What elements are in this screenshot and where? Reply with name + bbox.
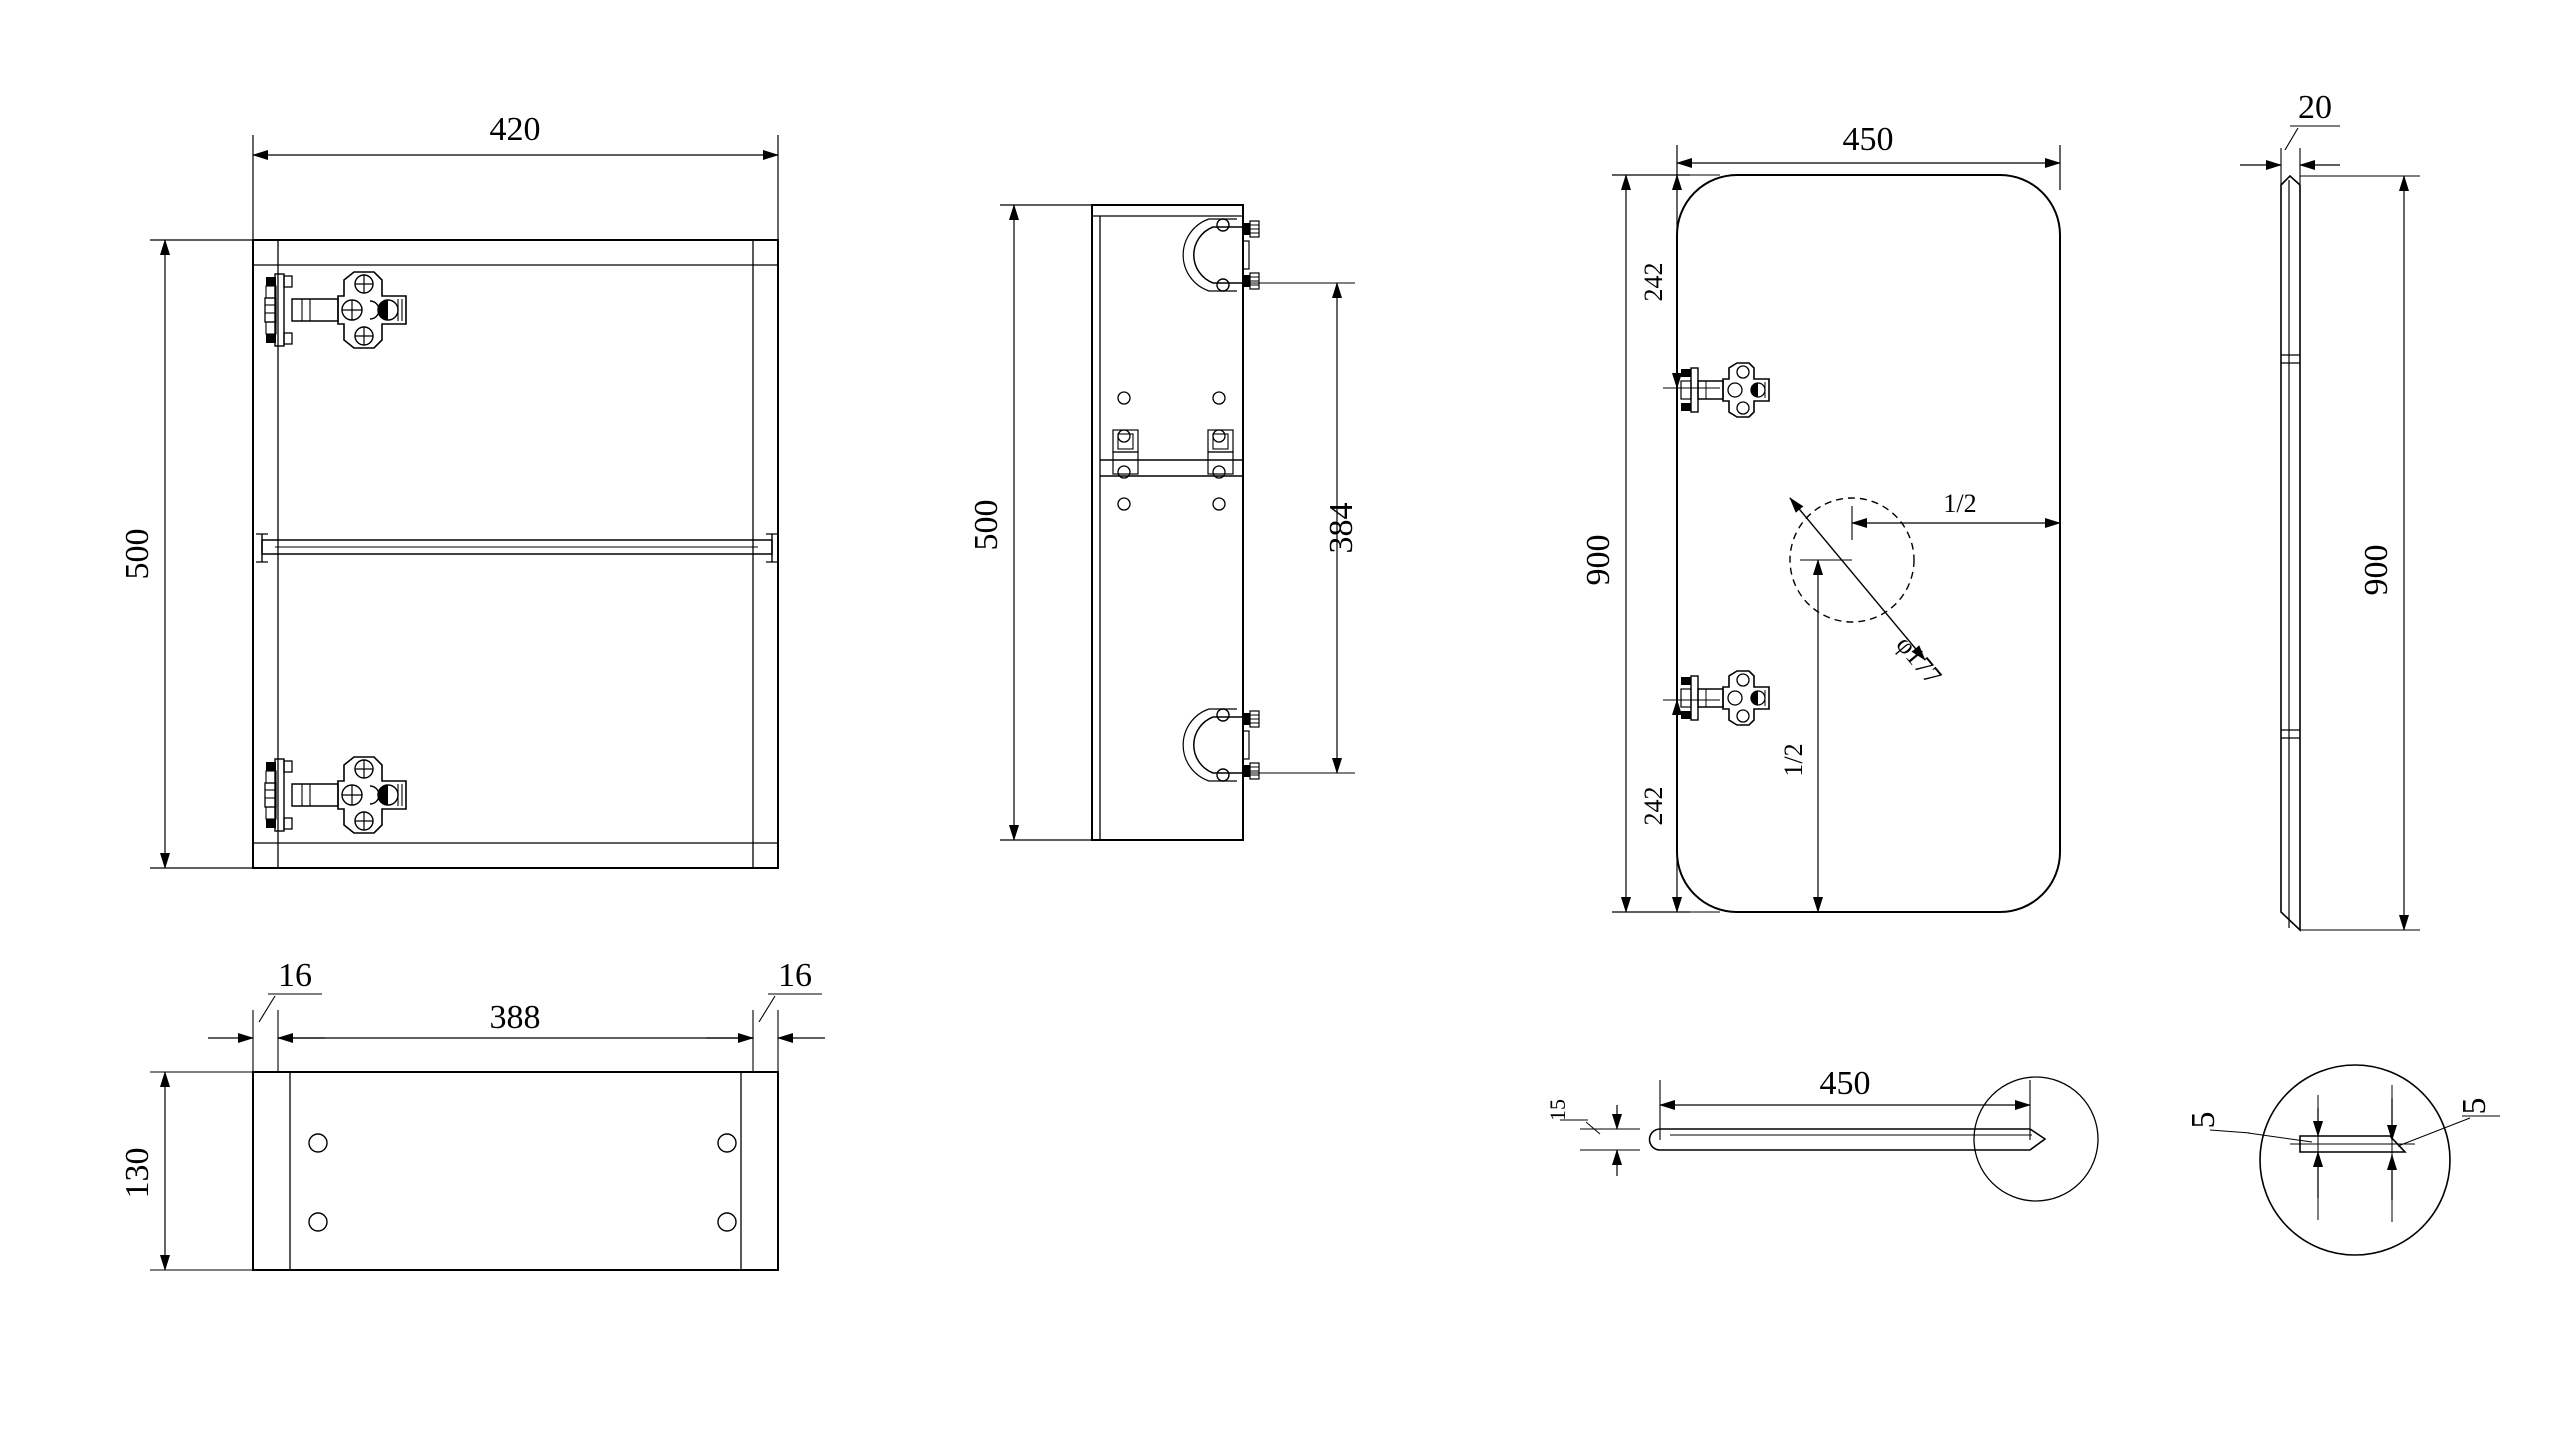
shelf-length-label: 450 [1820, 1065, 1871, 1102]
dim-door-width: 450 [1676, 121, 2061, 190]
detail-left-label: 5 [2185, 1112, 2222, 1129]
dim-rail-left-edge: 16 [208, 957, 325, 1072]
door-hinge-top-offset-label: 242 [1639, 263, 1668, 302]
view-cabinet-front: 420 500 [119, 111, 779, 869]
shelf-detail-circle [1973, 1076, 2099, 1202]
dim-door-hinge-bottom-offset: 242 [1639, 699, 1720, 913]
cabinet-hinge-bottom [264, 756, 407, 834]
rail-right-edge-label: 16 [778, 957, 812, 994]
door-hinge-top [1680, 362, 1770, 418]
dim-shelf-length: 450 [1659, 1065, 2031, 1140]
door-circle-diameter-label: φ177 [1890, 630, 1947, 690]
dim-detail-left: 5 [2185, 1095, 2323, 1220]
view-mirror-door-front: 450 900 242 242 [1580, 121, 2061, 913]
rail-height-label: 130 [119, 1148, 156, 1199]
dim-rail-height: 130 [119, 1071, 270, 1271]
cabinet-side-height-label: 500 [968, 500, 1005, 551]
door-height-label: 900 [1580, 535, 1617, 586]
cabinet-side-outline [1091, 204, 1244, 841]
shelf-thickness-label: 15 [1545, 1099, 1570, 1121]
dim-door-edge-height: 900 [2300, 175, 2420, 931]
dim-cabinet-height: 500 [119, 239, 270, 869]
dim-door-hinge-top-offset: 242 [1639, 174, 1720, 389]
view-cabinet-side: 500 [968, 204, 1360, 841]
shelf-profile-body [1648, 1128, 2047, 1151]
detail-view-boundary [2259, 1064, 2451, 1256]
cabinet-hinge-top [264, 271, 407, 349]
rail-inner-width-label: 388 [490, 999, 541, 1036]
door-half-vertical-label: 1/2 [1779, 743, 1808, 776]
view-shelf-edge-detail: 5 5 [2185, 1064, 2500, 1256]
cabinet-shelf-rail [256, 533, 778, 563]
view-rail-front: 16 388 16 130 [119, 957, 825, 1271]
cabinet-height-label: 500 [119, 529, 156, 580]
door-width-label: 450 [1843, 121, 1894, 158]
view-shelf-profile: 450 15 [1545, 1065, 2099, 1202]
dim-door-height: 900 [1580, 174, 1690, 913]
cabinet-side-hinge-bottom [1182, 708, 1260, 782]
dim-cabinet-side-height: 500 [968, 204, 1100, 841]
door-edge-height-label: 900 [2358, 545, 2395, 596]
dim-door-thickness: 20 [2240, 89, 2340, 185]
dim-hinge-spacing: 384 [1250, 282, 1360, 774]
dim-detail-right: 5 [2387, 1085, 2500, 1222]
cabinet-width-label: 420 [490, 111, 541, 148]
dim-door-half-horizontal: 1/2 [1851, 489, 2061, 540]
rail-body-outline [252, 1071, 779, 1271]
dim-rail-inner-width: 388 [278, 999, 753, 1039]
cabinet-side-hinge-top [1182, 218, 1260, 292]
rail-left-edge-label: 16 [278, 957, 312, 994]
view-mirror-door-edge: 20 900 [2240, 89, 2420, 932]
door-hinge-bottom [1680, 670, 1770, 726]
door-thickness-label: 20 [2298, 89, 2332, 126]
door-half-horizontal-label: 1/2 [1943, 489, 1976, 518]
dim-cabinet-width: 420 [252, 111, 779, 240]
mirror-edge-profile [2280, 174, 2301, 932]
detail-edge-profile [2290, 1135, 2415, 1153]
dim-shelf-thickness: 15 [1545, 1099, 1640, 1176]
detail-right-label: 5 [2456, 1098, 2493, 1115]
cabinet-side-holes [1100, 391, 1243, 511]
dim-rail-right-edge: 16 [706, 957, 825, 1072]
mirror-panel-outline [1676, 174, 2061, 913]
door-hinge-bottom-offset-label: 242 [1639, 787, 1668, 826]
dim-door-half-vertical: 1/2 [1779, 559, 1852, 913]
hinge-spacing-label: 384 [1323, 503, 1360, 554]
door-center-circle: φ177 [1789, 497, 1947, 690]
